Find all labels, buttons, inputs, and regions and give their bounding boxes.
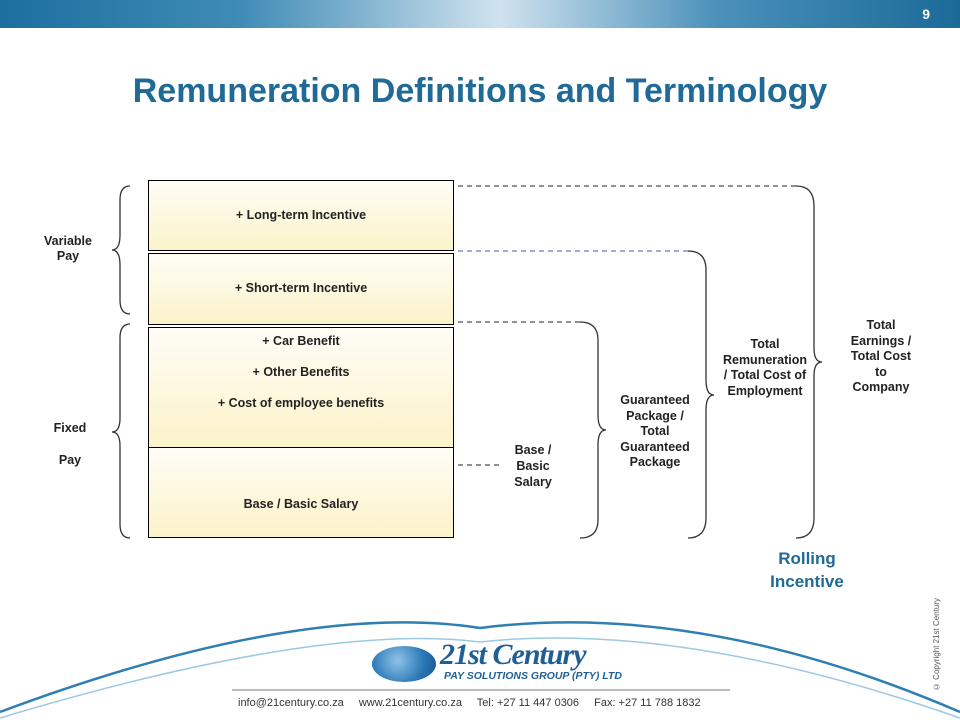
earnings-line2: Earnings /	[850, 333, 912, 348]
rolling-incentive-label: Rolling Incentive	[732, 547, 882, 593]
footer-swoosh-light	[0, 637, 960, 719]
fixed-pay-label: Fixed Pay	[30, 412, 110, 476]
footer-tel: Tel: +27 11 447 0306	[476, 697, 580, 709]
footer-contact: info@21century.co.za www.21century.co.za…	[238, 697, 713, 709]
short-term-incentive-label: + Short-term Incentive	[234, 281, 368, 295]
guaranteed-line5: Package	[629, 455, 681, 469]
earnings-brace	[795, 185, 823, 539]
guaranteed-line3: Total	[640, 424, 670, 438]
long-term-incentive-box: + Long-term Incentive	[148, 180, 454, 251]
fixed-pay-line1: Fixed	[53, 421, 87, 435]
base-salary-label: Base / Basic Salary	[243, 497, 359, 511]
rolling-line1: Rolling	[778, 549, 836, 568]
cost-benefits-label: + Cost of employee benefits	[217, 396, 385, 410]
globe-logo-icon	[372, 646, 436, 682]
variable-pay-line2: Pay	[56, 249, 80, 263]
remuneration-line1: Total	[750, 337, 780, 351]
earnings-line1: Total	[866, 318, 896, 332]
top-banner	[0, 0, 960, 28]
base-col-line3: Salary	[514, 475, 552, 489]
guaranteed-line1: Guaranteed	[620, 393, 690, 407]
earnings-line5: Company	[852, 380, 910, 394]
guaranteed-package-label: Guaranteed Package / Total Guaranteed Pa…	[610, 393, 700, 471]
brand-subtitle: PAY SOLUTIONS GROUP (PTY) LTD	[444, 670, 622, 682]
remuneration-line3: / Total Cost of	[723, 368, 807, 382]
remuneration-brace	[687, 250, 715, 539]
brand-name: 21st Century	[440, 638, 587, 671]
variable-pay-line1: Variable	[44, 234, 92, 248]
page-number: 9	[922, 6, 930, 22]
long-term-incentive-label: + Long-term Incentive	[235, 208, 367, 222]
footer-website[interactable]: www.21century.co.za	[358, 697, 462, 709]
remuneration-line2: Remuneration	[722, 352, 808, 367]
footer-email[interactable]: info@21century.co.za	[238, 697, 344, 709]
base-salary-column-label: Base / Basic Salary	[498, 442, 568, 490]
footer-swoosh	[0, 621, 960, 714]
rolling-line2: Incentive	[770, 572, 844, 591]
variable-pay-label: Variable Pay	[28, 234, 108, 264]
benefits-box: + Car Benefit + Other Benefits + Cost of…	[148, 327, 454, 448]
copyright-notice: © Copyright 21st Century	[932, 598, 941, 692]
slide-title: Remuneration Definitions and Terminology	[132, 72, 828, 110]
short-term-incentive-box: + Short-term Incentive	[148, 253, 454, 325]
car-benefit-label: + Car Benefit	[262, 334, 340, 348]
base-salary-box: Base / Basic Salary	[148, 447, 454, 538]
earnings-line4: to	[875, 364, 887, 379]
remuneration-line4: Employment	[727, 383, 803, 398]
base-col-line1: Base /	[514, 443, 552, 457]
guaranteed-line4: Guaranteed	[620, 439, 690, 454]
variable-pay-brace	[111, 185, 131, 315]
guaranteed-brace	[579, 321, 607, 539]
footer-fax: Fax: +27 11 788 1832	[594, 697, 701, 709]
total-earnings-label: Total Earnings / Total Cost to Company	[834, 318, 928, 396]
other-benefits-label: + Other Benefits	[252, 365, 350, 379]
guaranteed-line2: Package /	[626, 408, 684, 423]
base-col-line2: Basic	[516, 459, 550, 473]
fixed-pay-line2: Pay	[58, 453, 82, 467]
fixed-pay-brace	[111, 323, 131, 539]
earnings-line3: Total Cost	[850, 349, 912, 363]
total-remuneration-label: Total Remuneration / Total Cost of Emplo…	[712, 337, 818, 399]
